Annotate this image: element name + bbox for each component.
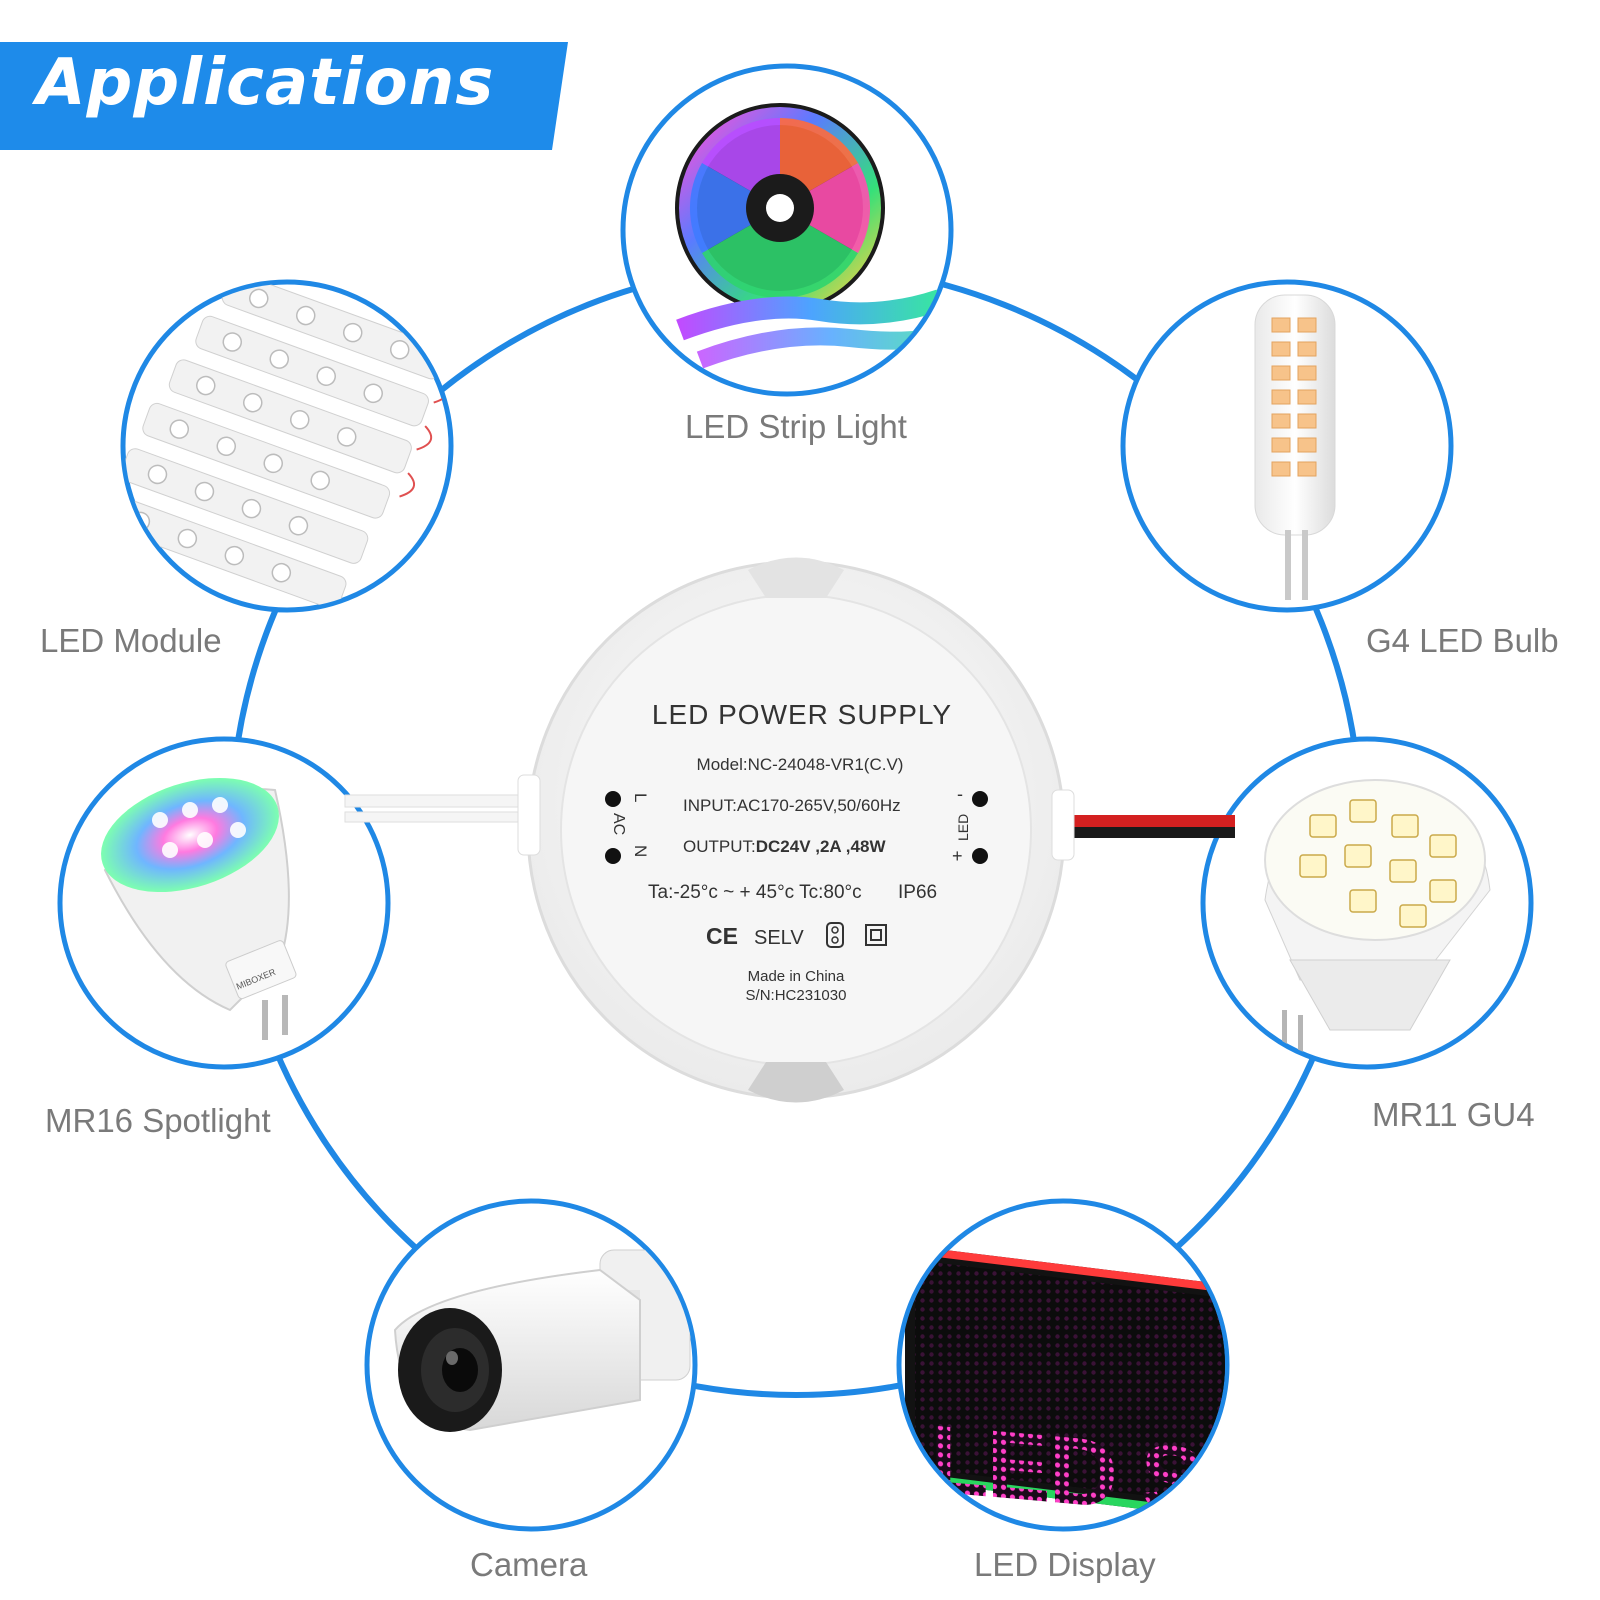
g4-bulb-image: [1254, 294, 1336, 600]
terminal-l: L: [631, 793, 650, 802]
label-led-module: LED Module: [40, 622, 222, 659]
led-strip-light-circle: [620, 63, 954, 397]
bullet-camera-image: [393, 1249, 691, 1432]
output-black-wire: [1070, 827, 1235, 838]
psu-ip-rating: IP66: [898, 882, 937, 903]
led-module-image: [125, 284, 449, 608]
transformer-icon: [826, 922, 844, 948]
terminal-ac: AC: [610, 813, 627, 835]
led-power-supply: LED POWER SUPPLY Model:NC-24048-VR1(C.V)…: [344, 557, 1235, 1103]
mr16-spotlight-circle: MIBOXER: [57, 736, 391, 1070]
psu-output-label: OUTPUT:DC24V ,2A ,48W: [683, 837, 886, 856]
class-ii-icon: [865, 924, 887, 946]
camera-circle: [364, 1198, 698, 1532]
ac-input-terminal: L AC N: [605, 791, 650, 864]
led-display-circle: LED SIGN: [896, 1198, 1367, 1551]
psu-input: INPUT:AC170-265V,50/60Hz: [683, 796, 901, 815]
psu-made-in: Made in China: [748, 968, 845, 985]
label-mr16-spotlight: MR16 Spotlight: [45, 1102, 271, 1139]
mr11-gu4-circle: [1200, 736, 1534, 1070]
title-banner: [0, 42, 568, 150]
terminal-minus: -: [957, 784, 963, 804]
label-led-strip-light: LED Strip Light: [685, 408, 907, 445]
psu-temperature: Ta:-25°c ~ + 45°c Tc:80°c: [648, 882, 862, 903]
g4-led-bulb-circle: [1120, 279, 1454, 613]
psu-output-value: DC24V ,2A ,48W: [756, 837, 887, 856]
mr16-spotlight-image: MIBOXER: [101, 777, 297, 1040]
psu-serial: S/N:HC231030: [746, 987, 847, 1004]
psu-output-prefix: OUTPUT:: [683, 837, 756, 856]
led-sign-text: LED SIGN: [930, 1406, 1367, 1551]
page-title: Applications: [36, 46, 495, 120]
terminal-n: N: [631, 845, 650, 857]
input-cable: [344, 794, 526, 808]
output-red-wire: [1070, 815, 1235, 827]
led-strip-reel-image: [675, 103, 949, 369]
led-sign-image: LED SIGN: [905, 1245, 1367, 1551]
led-output-terminal: - LED +: [952, 784, 988, 866]
label-mr11-gu4: MR11 GU4: [1372, 1096, 1535, 1133]
mr11-bulb-image: [1264, 779, 1491, 1055]
label-g4-led-bulb: G4 LED Bulb: [1366, 622, 1559, 659]
ce-mark-icon: CE: [706, 923, 738, 949]
label-camera: Camera: [470, 1546, 588, 1583]
terminal-plus: +: [952, 846, 963, 866]
psu-model: Model:NC-24048-VR1(C.V): [697, 755, 904, 774]
psu-title: LED POWER SUPPLY: [652, 699, 952, 730]
psu-selv: SELV: [754, 927, 804, 949]
led-module-circle: [120, 279, 454, 613]
terminal-led: LED: [955, 814, 971, 841]
label-led-display: LED Display: [974, 1546, 1156, 1583]
